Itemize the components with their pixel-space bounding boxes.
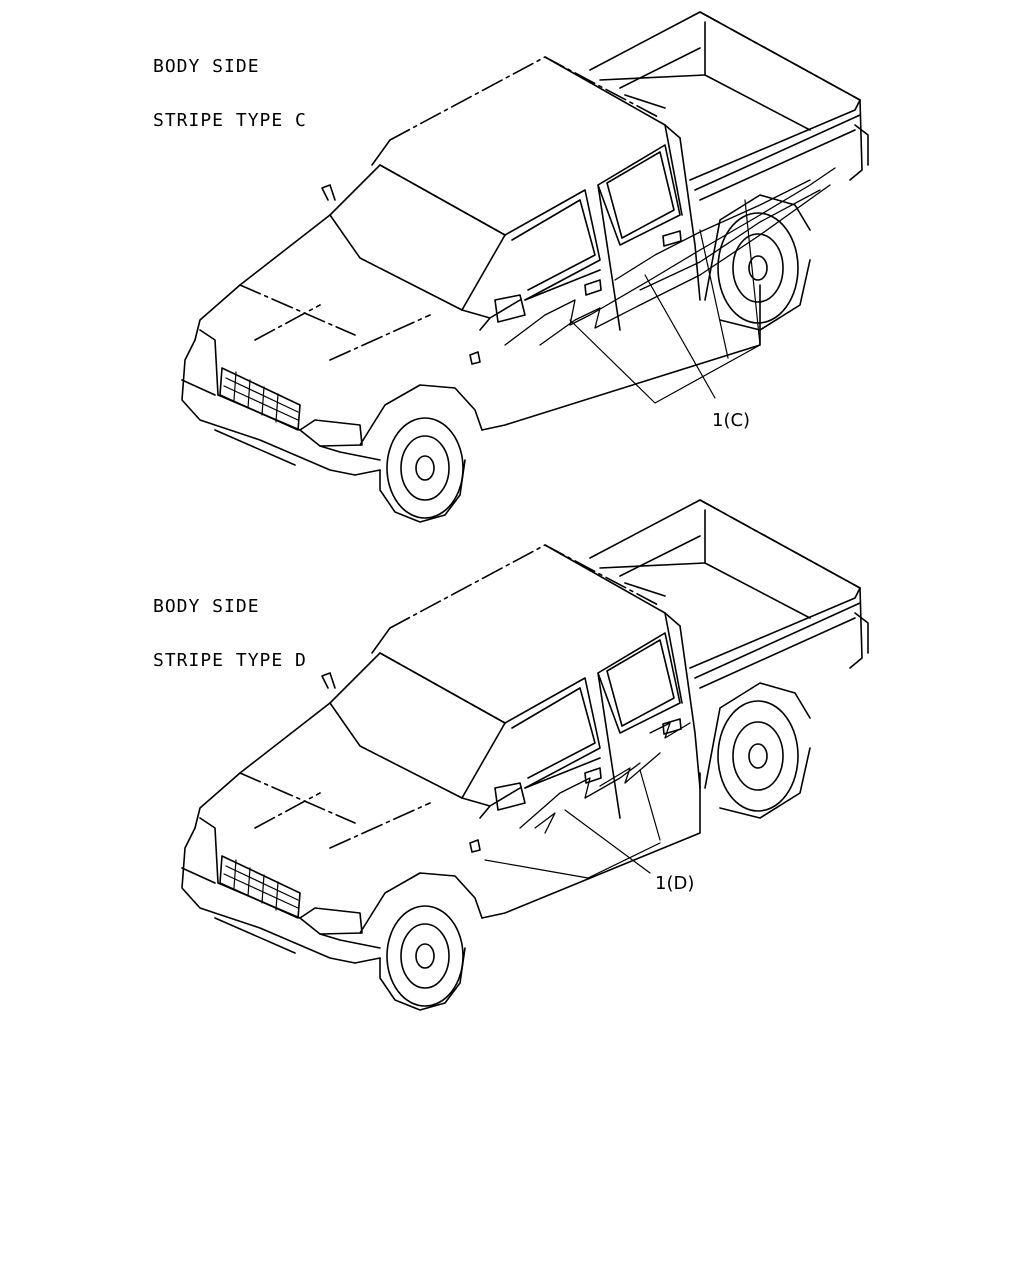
pickup-truck-diagram-d: 1(D) — [181, 499, 869, 1011]
truck-c-drawing: 1(C) — [181, 11, 869, 523]
diagram-c-callout: 1(C) — [712, 410, 750, 431]
diagram-c-heading: BODY SIDE STRIPE TYPE C — [153, 22, 307, 166]
truck-d-drawing: 1(D) — [181, 499, 869, 1011]
diagram-d-callout: 1(D) — [655, 873, 694, 894]
diagram-c-heading-line2: STRIPE TYPE C — [153, 110, 307, 131]
diagram-c-heading-line1: BODY SIDE — [153, 56, 260, 77]
diagram-d-heading-line2: STRIPE TYPE D — [153, 650, 307, 671]
pickup-truck-diagram-c: 1(C) — [181, 11, 869, 523]
diagram-d-heading-line1: BODY SIDE — [153, 596, 260, 617]
diagram-d-heading: BODY SIDE STRIPE TYPE D — [153, 562, 307, 706]
